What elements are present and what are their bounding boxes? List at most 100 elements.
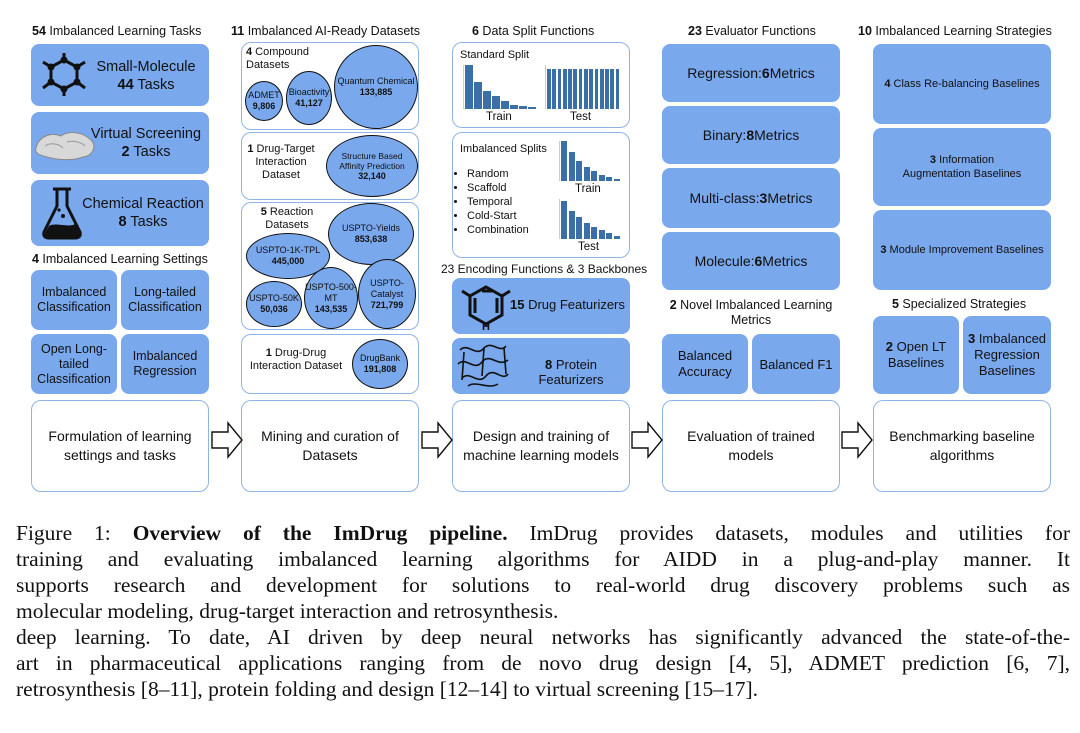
histogram-bar (492, 95, 500, 109)
histogram-bar (510, 104, 518, 109)
ddi-panel: 1 Drug-Drug Interaction Dataset DrugBank… (241, 334, 419, 394)
histogram-bar (528, 107, 536, 109)
flask-icon (42, 187, 82, 240)
histogram-bar (583, 166, 590, 181)
task-name: Chemical Reaction (82, 196, 204, 212)
imbalanced-train-histogram (559, 141, 620, 181)
dti-panel: 1 Drug-Target Interaction Dataset Struct… (241, 132, 419, 200)
task-name: Small-Molecule (96, 59, 196, 75)
compound-label: 4 Compound Datasets (246, 46, 309, 71)
caption-line: Figure 1: Overview of the ImDrug pipelin… (16, 521, 1070, 545)
standard-split-label: Standard Split (460, 49, 530, 61)
caption-line: training and evaluating imbalanced learn… (16, 547, 1070, 571)
histogram-bar (606, 233, 612, 239)
histogram-bar (573, 69, 578, 109)
histogram-bar (605, 69, 609, 109)
metric-molecule: Molecule: 6 Metrics (662, 232, 840, 290)
metric-balanced-accuracy: Balanced Accuracy (662, 334, 748, 394)
molecule-icon (42, 53, 86, 96)
setting-long-tailed-classification: Long-tailed Classification (121, 270, 209, 330)
task-virtual-screening: Virtual Screening 2 Tasks (31, 112, 209, 174)
histogram-bar (583, 223, 590, 239)
histogram-bar (474, 81, 482, 109)
train-histogram (463, 65, 536, 109)
histogram-bar (615, 69, 620, 109)
histogram-bar (519, 106, 527, 109)
histogram-bar (599, 69, 604, 109)
histogram-bar (584, 69, 588, 109)
histogram-bar (589, 69, 594, 109)
body-line: retrosynthesis [8–11], protein folding a… (16, 677, 758, 701)
svg-text:H: H (482, 321, 490, 332)
strategy-module-improvement: 3 Module Improvement Baselines (873, 210, 1051, 290)
train-label: Train (486, 111, 512, 123)
protein-featurizers-label: 8 Protein Featurizers (538, 357, 604, 387)
split-type: Cold-Start (467, 209, 529, 223)
standard-split-panel: Standard Split Train Test (452, 42, 630, 128)
histogram-bar (613, 178, 620, 181)
col1-header: 54 Imbalanced Learning Tasks (32, 24, 202, 38)
figure-caption: Figure 1: Overview of the ImDrug pipelin… (16, 520, 1070, 702)
metric-regression: Regression: 6 Metrics (662, 44, 840, 102)
histogram-bar (561, 141, 567, 181)
task-small-molecule: Small-Molecule 44 Tasks (31, 44, 209, 106)
protein-surface-icon (35, 132, 95, 161)
col2-header: 11 Imbalanced AI-Ready Datasets (231, 24, 421, 38)
histogram-bar (568, 211, 575, 239)
task-count: 8 Tasks (118, 214, 168, 230)
strategy-class-rebalancing: 4 Class Re-balancing Baselines (873, 44, 1051, 124)
ddi-label: 1 Drug-Drug Interaction Dataset (249, 347, 343, 372)
benzene-icon: H (461, 285, 511, 332)
task-name: Virtual Screening (90, 126, 202, 142)
histogram-bar (576, 217, 582, 239)
col4-header: 23 Evaluator Functions (688, 24, 816, 38)
histogram-bar (591, 227, 597, 239)
strategy-information-augmentation: 3 Information Augmentation Baselines (873, 128, 1051, 206)
metric-balanced-f1: Balanced F1 (752, 334, 840, 394)
strategy-open-lt: 2 Open LT Baselines (873, 316, 959, 394)
specialized-header: 5 Specialized Strategies (892, 297, 1027, 311)
histogram-bar (568, 69, 572, 109)
histogram-bar (598, 230, 605, 239)
settings-header: 4 Imbalanced Learning Settings (32, 252, 208, 266)
imbalanced-test-label: Test (578, 241, 600, 253)
histogram-bar (598, 174, 605, 181)
imbalanced-train-label: Train (575, 183, 601, 195)
flow-arrow-icon (211, 421, 243, 459)
setting-open-long-tailed-classification: Open Long-tailed Classification (31, 334, 117, 394)
histogram-bar (465, 65, 473, 109)
histogram-bar (561, 201, 567, 239)
histogram-bar (547, 69, 551, 109)
strategy-imbalanced-regression: 3 Imbalanced Regression Baselines (963, 316, 1051, 394)
histogram-bar (557, 69, 562, 109)
setting-imbalanced-regression: Imbalanced Regression (121, 334, 209, 394)
histogram-bar (610, 69, 615, 109)
histogram-bar (552, 69, 557, 109)
protein-featurizers: 8 Protein Featurizers (452, 338, 630, 394)
metric-binary: Binary: 8 Metrics (662, 106, 840, 164)
body-line: deep learning. To date, AI driven by dee… (16, 625, 1070, 649)
histogram-bar (568, 152, 575, 181)
col5-footer: Benchmarking baseline algorithms (873, 400, 1051, 492)
imbalanced-splits-panel: Imbalanced Splits Random Scaffold Tempor… (452, 132, 630, 258)
flow-arrow-icon (841, 421, 873, 459)
split-type: Combination (467, 223, 529, 237)
dti-label: 1 Drug-Target Interaction Dataset (247, 143, 315, 181)
col3-header: 6 Data Split Functions (472, 24, 595, 38)
imbalanced-splits-label: Imbalanced Splits (460, 143, 547, 155)
col5-header: 10 Imbalanced Learning Strategies (858, 24, 1052, 38)
task-chemical-reaction: Chemical Reaction 8 Tasks (31, 180, 209, 246)
body-line: art in pharmaceutical applications rangi… (16, 651, 1070, 675)
col4-footer: Evaluation of trained models (662, 400, 840, 492)
flow-arrow-icon (421, 421, 453, 459)
test-histogram (545, 65, 620, 109)
caption-line: molecular modeling, drug-target interact… (16, 599, 559, 623)
novel-metrics-header: 2 Novel Imbalanced Learning Metrics (669, 298, 833, 327)
